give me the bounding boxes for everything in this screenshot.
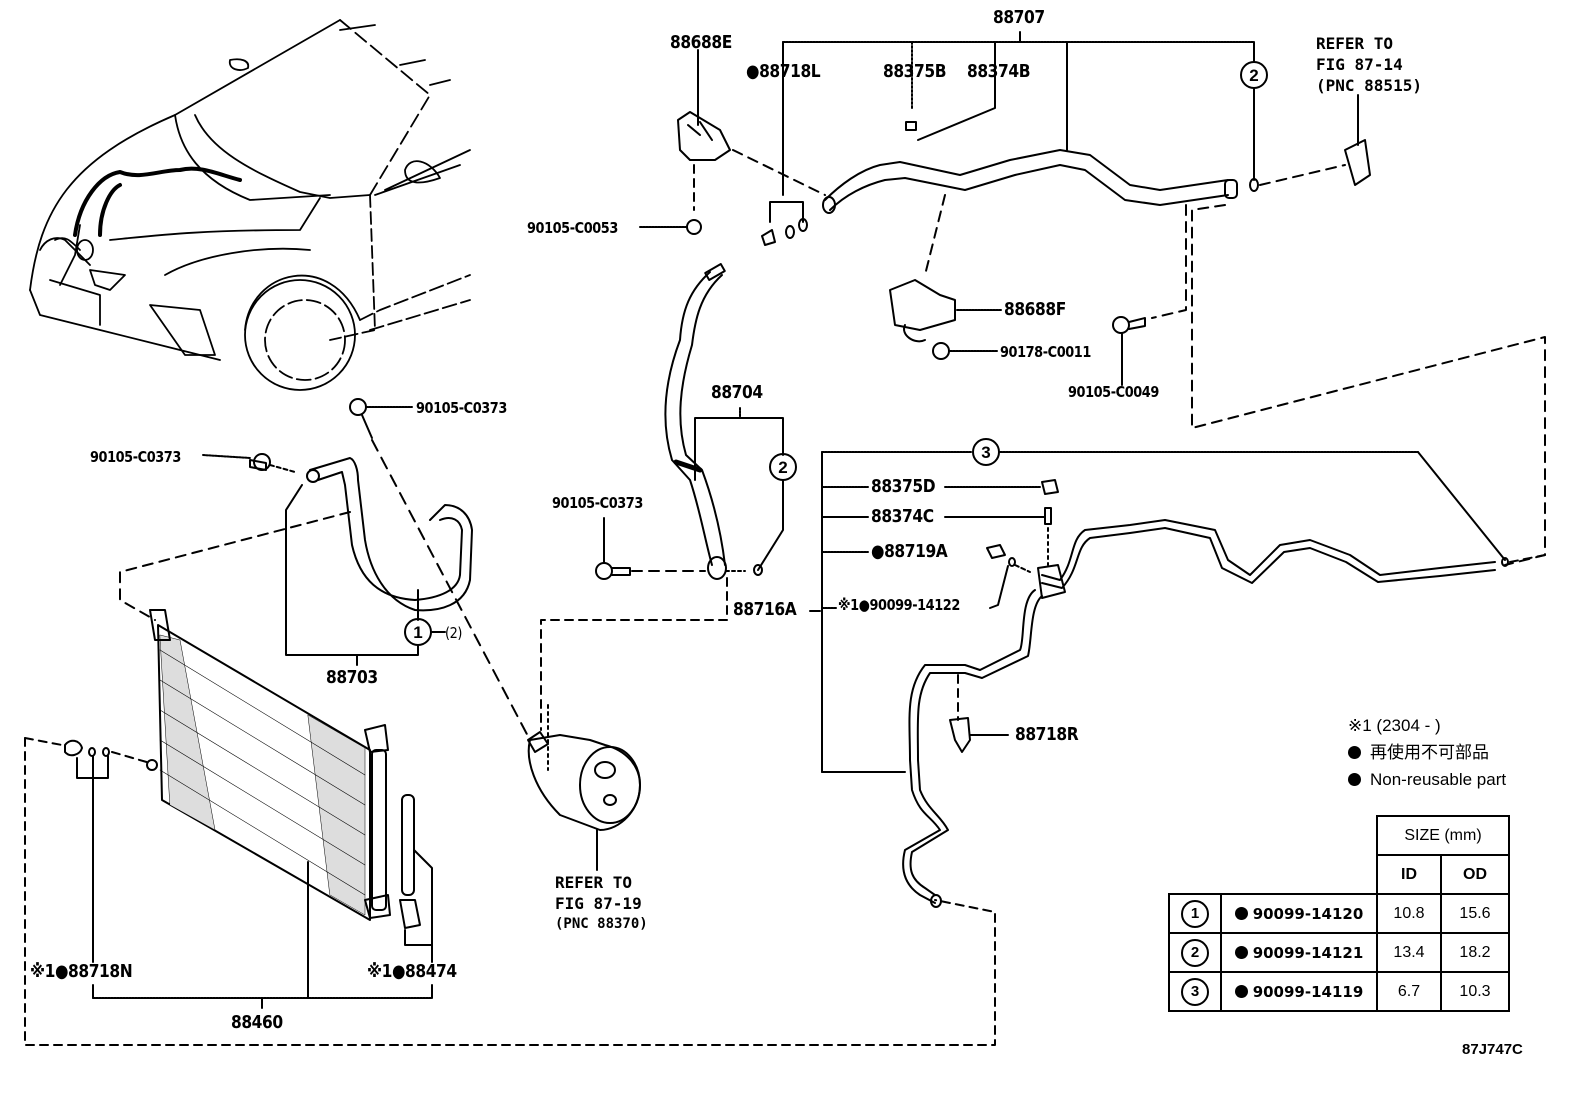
circled-1 [404, 618, 432, 646]
table-row: 1 90099-14120 10.8 15.6 [1168, 893, 1510, 934]
oring-size-table: SIZE (mm) ID OD 1 90099-14120 10.8 15.6 … [1168, 815, 1510, 1012]
circled-2-middle-text: 2 [778, 458, 787, 477]
part-number[interactable]: 90099-14121 [1252, 943, 1364, 962]
circled-3 [972, 438, 1000, 466]
inner-diameter: 10.8 [1376, 893, 1442, 934]
label-90178-C0011[interactable]: 90178-C0011 [1000, 343, 1091, 361]
table-row: 2 90099-14121 13.4 18.2 [1168, 932, 1510, 973]
label-88716A[interactable]: 88716A [733, 599, 797, 620]
label-88718N[interactable]: ※1●88718N [30, 961, 133, 982]
reference-line-3: (PNC 88515) [1316, 76, 1422, 95]
row-number: 1 [1181, 899, 1209, 928]
outer-diameter: 18.2 [1440, 932, 1510, 973]
circled-markers [404, 61, 1268, 646]
reference-line-1: REFER TO [1316, 34, 1394, 53]
label-88688F[interactable]: 88688F [1004, 299, 1066, 320]
bullet-icon [1234, 906, 1248, 920]
bullet-icon [1234, 945, 1248, 959]
label-88375D[interactable]: 88375D [871, 476, 936, 497]
row-number: 3 [1181, 977, 1209, 1006]
reference-line-2: FIG 87-19 [555, 894, 642, 913]
circled-2-top [1240, 61, 1268, 89]
row-number: 2 [1181, 938, 1209, 967]
label-88707[interactable]: 88707 [993, 7, 1045, 28]
legend-note: ※1 (2304 - ) [1348, 716, 1441, 735]
left-hose-group [119, 398, 531, 741]
bullet-icon [1348, 773, 1361, 786]
part-number[interactable]: 90099-14120 [1252, 904, 1364, 923]
discharge-hose-group [540, 263, 821, 731]
label-88375B[interactable]: 88375B [883, 61, 947, 82]
circled-3-text: 3 [981, 443, 990, 462]
label-88374C[interactable]: 88374C [871, 506, 934, 527]
label-88704[interactable]: 88704 [711, 382, 763, 403]
label-90099-14122[interactable]: ※1●90099-14122 [838, 596, 960, 614]
col-id: ID [1376, 854, 1442, 895]
label-88688E[interactable]: 88688E [670, 32, 732, 53]
legend: ※1 (2304 - ) 再使用不可部品 Non-reusable part [1348, 712, 1506, 793]
liquid-tube-group [821, 451, 1546, 908]
label-88474[interactable]: ※1●88474 [367, 961, 457, 982]
label-88719A[interactable]: ●88719A [871, 541, 948, 562]
outer-diameter: 15.6 [1440, 893, 1510, 934]
reference-fig-87-19[interactable]: REFER TO FIG 87-19 (PNC 88370) [555, 872, 648, 935]
reference-line-2: FIG 87-14 [1316, 55, 1403, 74]
label-90105-C0373-top[interactable]: 90105-C0373 [416, 399, 507, 417]
size-header: SIZE (mm) [1376, 815, 1510, 856]
label-88374B[interactable]: 88374B [967, 61, 1031, 82]
legend-non-reusable-en: Non-reusable part [1348, 766, 1506, 793]
table-row: 3 90099-14119 6.7 10.3 [1168, 971, 1510, 1012]
inner-diameter: 6.7 [1376, 971, 1442, 1012]
col-od: OD [1440, 854, 1510, 895]
label-90105-C0053[interactable]: 90105-C0053 [527, 219, 618, 237]
outer-diameter: 10.3 [1440, 971, 1510, 1012]
vehicle-illustration [29, 19, 471, 391]
reference-fig-87-14[interactable]: REFER TO FIG 87-14 (PNC 88515) [1316, 33, 1422, 96]
legend-non-reusable-jp: 再使用不可部品 [1348, 739, 1506, 766]
circled-2-middle [769, 453, 797, 481]
bullet-icon [1234, 984, 1248, 998]
label-90105-C0373-left[interactable]: 90105-C0373 [90, 448, 181, 466]
reference-line-1: REFER TO [555, 873, 633, 892]
compressor-illustration [527, 704, 641, 871]
circled-1-text: 1 [413, 623, 422, 642]
suction-hose-group [639, 31, 1546, 566]
bullet-icon [1348, 746, 1361, 759]
inner-diameter: 13.4 [1376, 932, 1442, 973]
label-88718R[interactable]: 88718R [1015, 724, 1079, 745]
condenser-illustration [24, 609, 996, 1046]
label-oring-2-alt: (2) [445, 624, 462, 642]
label-88718L[interactable]: ●88718L [746, 61, 821, 82]
figure-code: 87J747C [1462, 1041, 1523, 1058]
label-88703[interactable]: 88703 [326, 667, 378, 688]
part-number[interactable]: 90099-14119 [1252, 982, 1364, 1001]
circled-2-top-text: 2 [1249, 66, 1258, 85]
label-90105-C0373-middle[interactable]: 90105-C0373 [552, 494, 643, 512]
label-90105-C0049[interactable]: 90105-C0049 [1068, 383, 1159, 401]
label-88460[interactable]: 88460 [231, 1012, 283, 1033]
reference-line-3: (PNC 88370) [555, 916, 648, 932]
